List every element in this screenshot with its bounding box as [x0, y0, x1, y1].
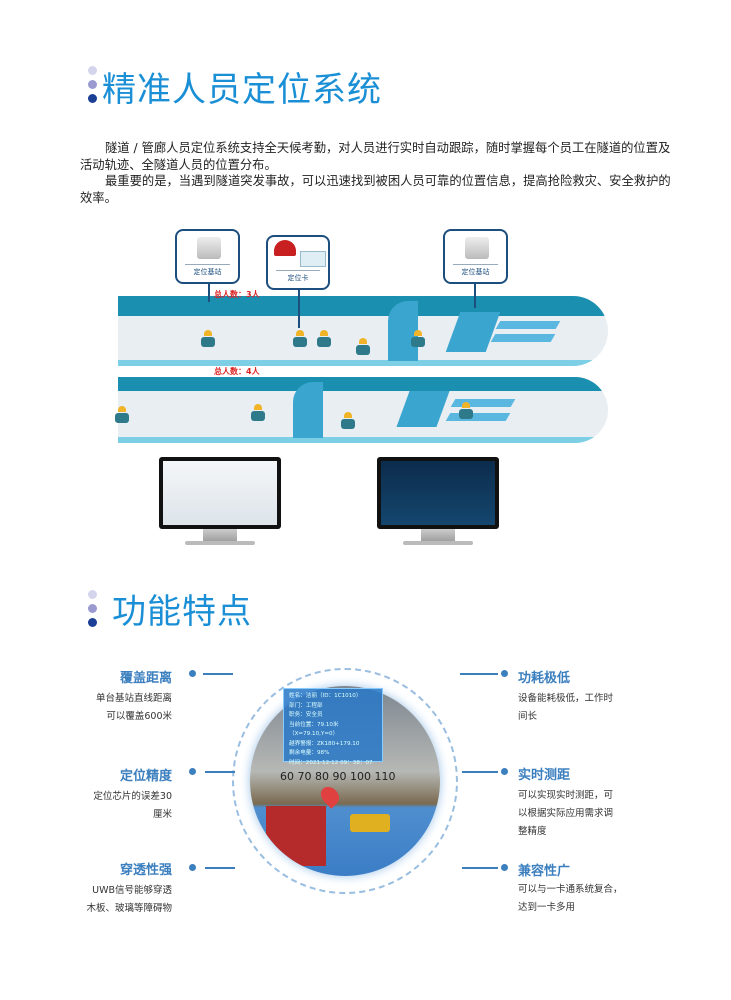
base-station-label: 定位基站 [185, 264, 230, 277]
feature-desc: 设备能耗极低，工作时间长 [518, 693, 614, 722]
vehicle-icon [350, 814, 390, 832]
outer-ring [232, 668, 458, 894]
feature-title: 功耗极低 [518, 671, 571, 686]
base-station-box-2: 定位基站 [443, 229, 508, 284]
worker-icon [410, 330, 426, 348]
info-line: 职务：安全员 [289, 712, 323, 718]
location-pin-icon [317, 783, 343, 809]
feature-desc: 单台基站直线距离可以覆盖600米 [95, 693, 172, 722]
base-station-icon [197, 237, 221, 259]
worker-icon [200, 330, 216, 348]
worker-icon [340, 412, 356, 430]
info-line: 姓名：洁丽（ID：1C1010） [289, 693, 362, 699]
positioning-card-box: 定位卡 [266, 235, 330, 290]
helmet-icon [274, 240, 296, 256]
info-line: 当前位置：79.10米（X=79.10,Y=0） [289, 721, 339, 738]
feature-title: 兼容性广 [518, 864, 571, 879]
intro-text-1: 隧道 / 管廊人员定位系统支持全天候考勤，对人员进行实时自动跟踪，随时掌握每个员… [80, 141, 671, 172]
worker-icon [292, 330, 308, 348]
info-line: 越界警报：ZK180+179.10 [289, 740, 360, 747]
lower-tunnel [118, 377, 608, 443]
base-station-label: 定位基站 [453, 264, 498, 277]
section-title-positioning: 精准人员定位系统 [102, 70, 382, 110]
section-title-features: 功能特点 [112, 592, 252, 632]
info-line: 部门：工程部 [289, 702, 323, 709]
worker-icon [458, 402, 474, 420]
worker-icon [355, 338, 371, 356]
title-dots-decoration [88, 590, 98, 632]
people-count-bottom: 总人数：4人 [214, 367, 260, 376]
feature-desc: 可以与一卡通系统复合，达到一卡多用 [518, 884, 623, 913]
feature-desc: UWB信号能够穿透木板、玻璃等障碍物 [86, 885, 172, 914]
base-station-box-1: 定位基站 [175, 229, 240, 284]
card-icon [300, 251, 326, 267]
feature-title: 覆盖距离 [119, 671, 172, 686]
people-count-top: 总人数：3人 [214, 290, 260, 299]
worker-icon [316, 330, 332, 348]
worker-info-panel: 姓名：洁丽（ID：1C1010） 部门：工程部 职务：安全员 当前位置：79.1… [283, 688, 383, 766]
info-line: 剩余电量：98% [289, 750, 330, 756]
worker-icon [250, 404, 266, 422]
feature-title: 穿透性强 [119, 863, 172, 878]
feature-title: 实时测距 [518, 768, 571, 783]
worker-icon [114, 406, 130, 424]
ruler-text: 60 70 80 90 100 110 [280, 770, 396, 783]
card-label: 定位卡 [276, 270, 320, 283]
base-station-icon [465, 237, 489, 259]
info-line: 时间：2021-12-12 09：38：07 [289, 759, 373, 766]
feature-title: 定位精度 [119, 769, 172, 784]
feature-desc: 可以实现实时测距，可以根据实际应用需求调整精度 [518, 790, 614, 837]
intro-paragraph: 隧道 / 管廊人员定位系统支持全天候考勤，对人员进行实时自动跟踪，随时掌握每个员… [80, 140, 676, 206]
title-dots-decoration [88, 66, 98, 108]
intro-text-2: 最重要的是，当遇到隧道突发事故，可以迅速找到被困人员可靠的位置信息，提高抢险救灾… [80, 174, 671, 205]
